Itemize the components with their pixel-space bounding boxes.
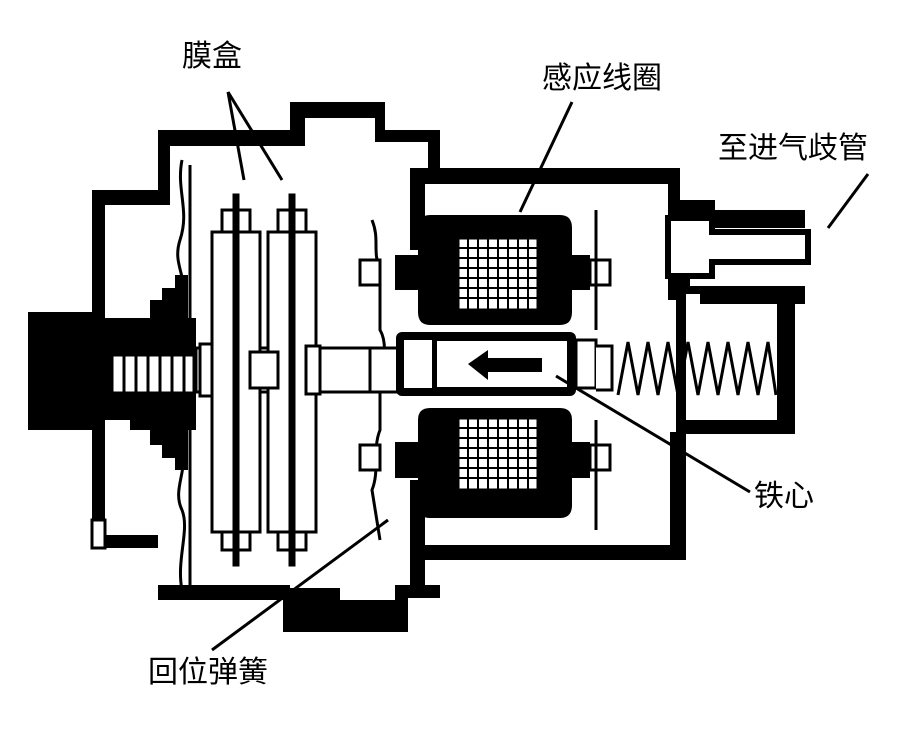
housing [28,102,805,632]
return-spring-label: 回位弹簧 [148,655,268,690]
intake-manifold-label: 至进气歧管 [718,131,868,166]
direction-arrow [468,350,542,380]
coil-windings [458,238,538,490]
intake-pipe [665,215,811,279]
induction-coil-label: 感应线圈 [542,61,662,96]
compression-spring [616,341,778,396]
coil-upper [395,215,590,325]
leader-lines [211,91,870,652]
hub-studs [140,282,173,465]
nozzle [28,312,98,430]
diaphragm-box-label: 膜盒 [182,39,242,74]
right-chamber-wall [410,168,805,420]
bottom-wall [92,520,290,600]
coil-lower [395,408,590,518]
right-chamber-lower [410,420,686,598]
iron-core [368,332,614,396]
threaded-bolt [110,353,196,395]
bottom-lug [283,585,440,632]
separator-plate [358,210,612,541]
iron-core-label: 铁心 [754,479,814,514]
